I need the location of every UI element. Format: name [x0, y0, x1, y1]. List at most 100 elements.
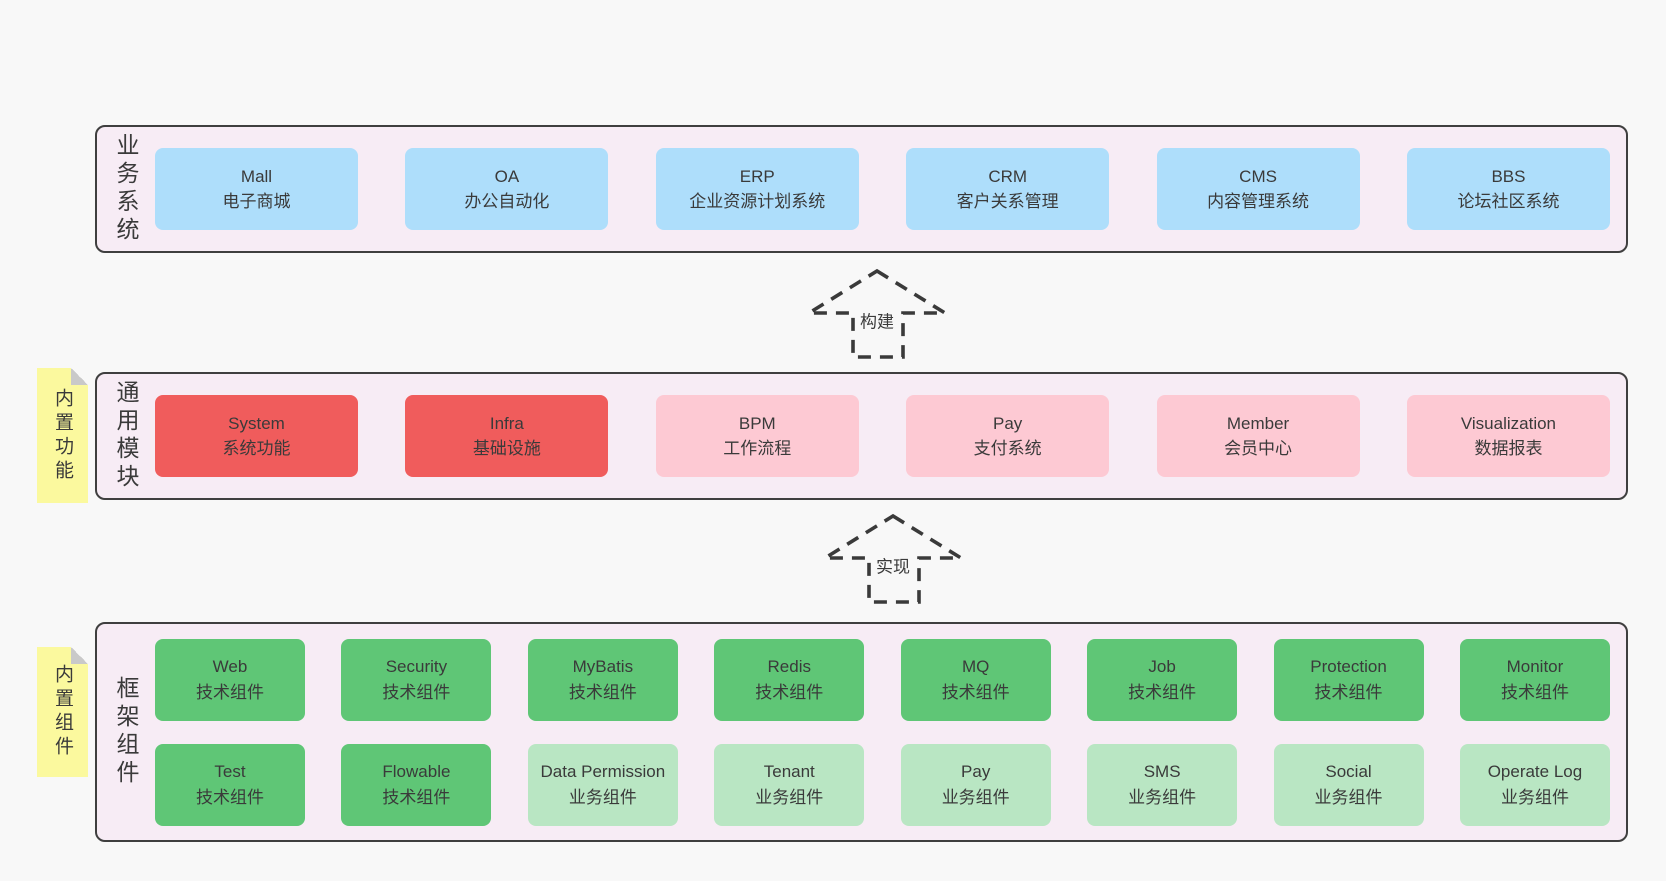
box-title: Member — [1226, 413, 1290, 433]
box-subtitle: 技术组件 — [1500, 682, 1569, 702]
box-security: Security 技术组件 — [341, 638, 492, 721]
box-bbs: BBS 论坛社区系统 — [1406, 148, 1610, 230]
box-tenant: Tenant 业务组件 — [714, 743, 865, 826]
box-title: System — [228, 413, 285, 433]
box-title: CRM — [988, 166, 1028, 186]
box-subtitle: 技术组件 — [196, 787, 264, 807]
implement-arrow-icon: 实现 — [822, 512, 964, 604]
box-subtitle: 客户关系管理 — [956, 192, 1059, 211]
box-subtitle: 数据报表 — [1474, 439, 1543, 458]
band-business-systems: 业务系统 Mall 电子商城 OA 办公自动化 ERP 企业资源计划系统 CRM… — [95, 125, 1628, 253]
box-bpm: BPM 工作流程 — [655, 395, 859, 477]
box-subtitle: 办公自动化 — [464, 192, 550, 211]
box-mall: Mall 电子商城 — [155, 148, 358, 230]
band-label-components: 框架组件 — [113, 676, 139, 788]
sticky-built-in-components: 内置组件 — [37, 647, 88, 777]
folded-corner-icon — [71, 647, 88, 664]
box-subtitle: 基础设施 — [472, 439, 541, 458]
build-arrow-icon: 构建 — [806, 267, 948, 359]
implement-arrow-label: 实现 — [873, 552, 913, 578]
box-subtitle: 技术组件 — [568, 682, 637, 702]
box-subtitle: 支付系统 — [973, 439, 1042, 458]
box-subtitle: 业务组件 — [1500, 787, 1569, 807]
band-label-wrap: 业务系统 — [97, 127, 155, 251]
box-operate-log: Operate Log 业务组件 — [1459, 743, 1610, 826]
box-title: MyBatis — [572, 657, 634, 676]
box-title: CMS — [1239, 166, 1277, 186]
box-title: Infra — [489, 413, 524, 433]
box-crm: CRM 客户关系管理 — [906, 148, 1110, 230]
box-title: BBS — [1491, 166, 1526, 186]
biz-component-row: Test 技术组件 Flowable 技术组件 Data Permission … — [155, 743, 1610, 826]
box-visualization: Visualization 数据报表 — [1406, 395, 1610, 477]
box-subtitle: 业务组件 — [568, 787, 637, 807]
box-subtitle: 技术组件 — [1314, 682, 1383, 702]
box-title: Job — [1148, 657, 1176, 676]
box-test: Test 技术组件 — [155, 743, 305, 826]
build-arrow-label: 构建 — [857, 307, 897, 333]
box-pay-component: Pay 业务组件 — [900, 743, 1051, 826]
dashed-up-arrow — [806, 268, 948, 359]
dashed-up-arrow — [822, 513, 964, 604]
box-job: Job 技术组件 — [1087, 638, 1238, 721]
box-subtitle: 技术组件 — [382, 682, 451, 702]
box-title: BPM — [738, 413, 776, 433]
box-subtitle: 系统功能 — [222, 439, 291, 458]
box-title: ERP — [739, 166, 775, 186]
box-mq: MQ 技术组件 — [900, 638, 1051, 721]
box-erp: ERP 企业资源计划系统 — [655, 148, 859, 230]
box-title: Web — [212, 657, 248, 676]
box-infra: Infra 基础设施 — [405, 395, 609, 477]
module-boxes: System 系统功能 Infra 基础设施 BPM 工作流程 Pay 支付系统… — [155, 374, 1626, 498]
box-data-permission: Data Permission 业务组件 — [527, 743, 678, 826]
band-label-wrap: 框架组件 — [97, 624, 155, 840]
business-boxes: Mall 电子商城 OA 办公自动化 ERP 企业资源计划系统 CRM 客户关系… — [155, 127, 1626, 251]
box-subtitle: 技术组件 — [382, 787, 451, 807]
box-cms: CMS 内容管理系统 — [1156, 148, 1360, 230]
box-subtitle: 论坛社区系统 — [1457, 192, 1560, 211]
band-framework-components: 框架组件 Web 技术组件 Security 技术组件 MyBatis 技术组件… — [95, 622, 1628, 842]
band-label-business: 业务系统 — [113, 133, 139, 245]
sticky-label: 内置组件 — [52, 664, 73, 760]
box-title: Redis — [767, 657, 811, 676]
box-mybatis: MyBatis 技术组件 — [527, 638, 678, 721]
box-title: Social — [1325, 762, 1372, 781]
box-title: Tenant — [763, 762, 815, 781]
band-common-modules: 通用模块 System 系统功能 Infra 基础设施 BPM 工作流程 Pay… — [95, 372, 1628, 500]
box-title: SMS — [1143, 762, 1181, 781]
box-social: Social 业务组件 — [1273, 743, 1424, 826]
box-sms: SMS 业务组件 — [1087, 743, 1238, 826]
box-subtitle: 会员中心 — [1224, 439, 1293, 458]
box-title: Flowable — [382, 762, 451, 781]
band-label-wrap: 通用模块 — [97, 374, 155, 498]
sticky-label: 内置功能 — [52, 387, 73, 484]
box-subtitle: 内容管理系统 — [1207, 192, 1310, 211]
box-flowable: Flowable 技术组件 — [341, 743, 492, 826]
box-subtitle: 业务组件 — [1128, 787, 1197, 807]
box-subtitle: 电子商城 — [222, 192, 291, 211]
box-subtitle: 技术组件 — [755, 682, 824, 702]
component-rows: Web 技术组件 Security 技术组件 MyBatis 技术组件 Redi… — [155, 624, 1626, 840]
box-title: Data Permission — [540, 762, 666, 781]
box-protection: Protection 技术组件 — [1273, 638, 1424, 721]
box-title: OA — [494, 166, 520, 186]
folded-corner-icon — [71, 368, 88, 385]
box-system: System 系统功能 — [155, 395, 358, 477]
box-subtitle: 业务组件 — [941, 787, 1010, 807]
box-subtitle: 技术组件 — [941, 682, 1010, 702]
box-title: Operate Log — [1487, 762, 1583, 781]
box-title: Test — [214, 762, 246, 781]
box-title: Security — [385, 657, 448, 676]
box-title: Protection — [1310, 657, 1387, 676]
box-subtitle: 企业资源计划系统 — [689, 192, 826, 211]
box-redis: Redis 技术组件 — [714, 638, 865, 721]
box-oa: OA 办公自动化 — [405, 148, 609, 230]
box-monitor: Monitor 技术组件 — [1459, 638, 1610, 721]
box-title: Pay — [961, 762, 991, 781]
box-title: Visualization — [1460, 413, 1557, 433]
tech-component-row: Web 技术组件 Security 技术组件 MyBatis 技术组件 Redi… — [155, 638, 1610, 721]
sticky-built-in-functions: 内置功能 — [37, 368, 88, 503]
box-web: Web 技术组件 — [155, 638, 305, 721]
box-pay-module: Pay 支付系统 — [906, 395, 1110, 477]
